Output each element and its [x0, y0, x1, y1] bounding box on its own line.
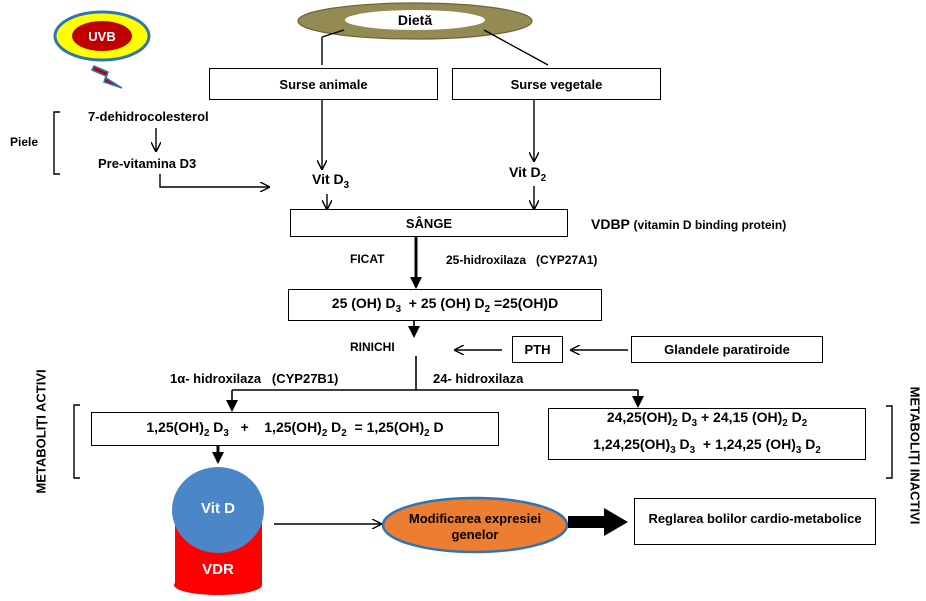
inactive-metabolites-box: 24,25(OH)2 D3 + 24,15 (OH)2 D2 1,24,25(O…: [548, 408, 866, 460]
active-bracket: [73, 404, 80, 479]
skin-bracket: [53, 111, 60, 175]
plant-sources-box: Surse vegetale: [452, 68, 661, 100]
inactive-bracket: [886, 405, 893, 479]
pth-label: PTH: [524, 342, 551, 357]
liver-enzyme-label: 25-hidroxilaza (CYP27A1): [446, 253, 598, 267]
vitd-receptor-label: Vit D: [201, 500, 235, 517]
vit-d2-label: Vit D2: [509, 164, 547, 184]
uvb-label: UVB: [88, 29, 116, 44]
parathyroid-box: Glandele paratiroide: [631, 336, 823, 363]
pth-box: PTH: [512, 336, 563, 363]
previtamin-label: Pre-vitamina D3: [98, 156, 197, 171]
enzyme-1a-label: 1α- hidroxilaza (CYP27B1): [170, 371, 339, 386]
animal-sources-box: Surse animale: [209, 68, 438, 100]
calcidiol-box: 25 (OH) D3 + 25 (OH) D2 =25(OH)D: [288, 289, 602, 321]
blood-box: SÂNGE: [290, 209, 568, 237]
plant-sources-label: Surse vegetale: [510, 76, 603, 92]
diet-ellipse-inner: [345, 10, 485, 30]
kidney-label: RINICHI: [350, 340, 395, 354]
precursor-label: 7-dehidrocolesterol: [88, 109, 209, 124]
lightning-icon: [90, 65, 123, 89]
outcome-box: Reglarea bolilor cardio-metabolice: [634, 498, 876, 545]
vitd-circle: [172, 467, 264, 553]
skin-label: Piele: [10, 135, 39, 149]
gene-expression-ellipse: [381, 496, 569, 554]
enzyme-24-label: 24- hidroxilaza: [433, 371, 524, 386]
active-metabolites-box: 1,25(OH)2 D3 + 1,25(OH)2 D2 = 1,25(OH)2 …: [91, 412, 499, 446]
parathyroid-label: Glandele paratiroide: [664, 342, 790, 357]
inactive-formula-line1: 24,25(OH)2 D3 + 24,15 (OH)2 D2: [606, 409, 808, 429]
inactive-formula-line2: 1,24,25(OH)3 D3 + 1,24,25 (OH)3 D2: [593, 436, 821, 456]
diet-label: Dietă: [397, 12, 433, 28]
uvb-ellipse-inner: [72, 21, 132, 51]
animal-sources-label: Surse animale: [279, 76, 368, 92]
big-arrow-icon: [568, 508, 628, 536]
vdbp-label: VDBP (vitamin D binding protein): [591, 216, 787, 232]
active-metabolites-label: METABOLIȚI ACTIVI: [33, 369, 49, 494]
outcome-label: Reglarea bolilor cardio-metabolice: [648, 511, 862, 526]
calcidiol-formula: 25 (OH) D3 + 25 (OH) D2 =25(OH)D: [331, 295, 559, 315]
vit-d3-label: Vit D3: [312, 171, 350, 191]
active-formula: 1,25(OH)2 D3 + 1,25(OH)2 D2 = 1,25(OH)2 …: [146, 419, 444, 439]
liver-label: FICAT: [350, 252, 385, 266]
inactive-metabolites-label: METABOLIȚI INACTIVI: [907, 386, 923, 525]
vdr-label: VDR: [202, 561, 234, 578]
blood-label: SÂNGE: [405, 215, 453, 231]
